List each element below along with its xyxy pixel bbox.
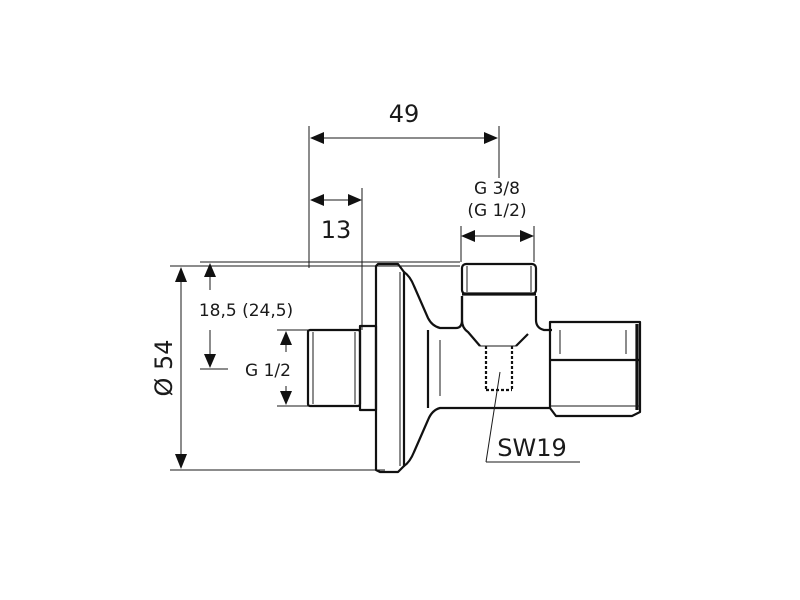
- diameter-54-label: Ø 54: [150, 339, 178, 396]
- height-offset-label: 18,5 (24,5): [199, 301, 293, 321]
- dimension-height-offset: 18,5 (24,5): [199, 261, 460, 370]
- dimension-wrench-size: SW19: [485, 371, 580, 463]
- wrench-size-label: SW19: [497, 434, 567, 462]
- dimension-13-label: 13: [321, 216, 352, 244]
- dimension-inlet-thread: G 1/2: [245, 329, 310, 407]
- dimension-49-label: 49: [389, 100, 420, 128]
- dimension-outlet-thread: G 3/8 (G 1/2): [460, 179, 535, 262]
- outlet-thread-label: G 3/8: [474, 179, 520, 199]
- dimension-diameter-54: Ø 54: [150, 265, 460, 471]
- valve-body: [306, 262, 642, 474]
- outlet-thread-alt-label: (G 1/2): [467, 201, 526, 221]
- dimension-49: 49: [308, 100, 500, 268]
- dimension-13: 13: [310, 188, 363, 330]
- inlet-thread-label: G 1/2: [245, 361, 291, 381]
